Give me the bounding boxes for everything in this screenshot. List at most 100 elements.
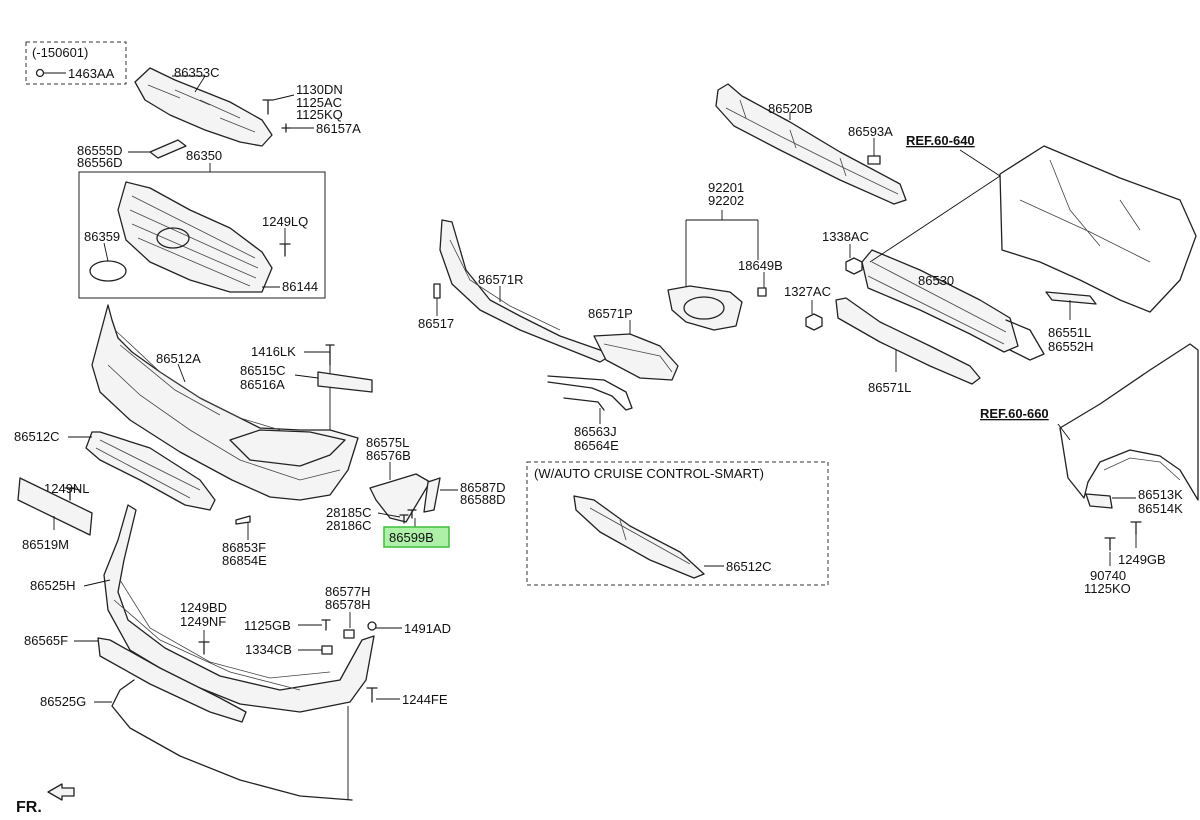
label-86519M[interactable]: 86519M (22, 537, 69, 552)
label-86552H[interactable]: 86552H (1048, 339, 1094, 354)
label-86578H[interactable]: 86578H (325, 597, 371, 612)
screw-1249LQ-icon (279, 243, 291, 257)
label-86513K[interactable]: 86513K (1138, 487, 1183, 502)
emblem-86359-icon (89, 260, 127, 282)
label-1463AA[interactable]: 1463AA (68, 66, 115, 81)
label-86359[interactable]: 86359 (84, 229, 120, 244)
part-86512A-bumper-cover: 86512A (91, 304, 359, 501)
label-86575L[interactable]: 86575L (366, 435, 409, 450)
label-1249GB[interactable]: 1249GB (1118, 552, 1166, 567)
label-86157A[interactable]: 86157A (316, 121, 361, 136)
part-86551L-bracket: 86551L 86552H (1045, 291, 1097, 354)
part-86525G-skid-strip: 86525G (40, 679, 353, 801)
label-86516A[interactable]: 86516A (240, 377, 285, 392)
label-1249NL[interactable]: 1249NL (44, 481, 90, 496)
part-86571P-bezel: 86571P (588, 306, 679, 381)
label-1249NF[interactable]: 1249NF (180, 614, 226, 629)
label-86563J[interactable]: 86563J (574, 424, 617, 439)
fog-lamp-lens-icon (683, 296, 725, 320)
part-86353C-upper-cover: 86353C (134, 65, 273, 147)
label-92201[interactable]: 92201 (708, 180, 744, 195)
cruise-control-box: (W/AUTO CRUISE CONTROL-SMART) 86512C (526, 461, 829, 586)
label-86144[interactable]: 86144 (282, 279, 318, 294)
nut-1338AC: 1338AC (822, 229, 869, 275)
part-28185C-screw: 28185C 28186C (326, 505, 417, 533)
label-86525G[interactable]: 86525G (40, 694, 86, 709)
label-86854E[interactable]: 86854E (222, 553, 267, 568)
label-28186C[interactable]: 28186C (326, 518, 372, 533)
screw-1249BD: 1249BD 1249NF (180, 600, 227, 655)
label-1130DN[interactable]: 1130DN (296, 82, 343, 97)
part-86571R-lip: 86571R (439, 219, 611, 363)
grille-emblem-icon (156, 227, 190, 249)
label-86525H[interactable]: 86525H (30, 578, 76, 593)
clip-1334CB: 1334CB (245, 642, 333, 657)
label-86565F[interactable]: 86565F (24, 633, 68, 648)
nut-1327AC-icon (805, 313, 823, 331)
part-86565F-garnish: 86565F (24, 633, 247, 723)
label-86520B[interactable]: 86520B (768, 101, 813, 116)
label-86517[interactable]: 86517 (418, 316, 454, 331)
label-86587D[interactable]: 86587D (460, 480, 506, 495)
part-86525H-lower-bumper: 86525H (30, 504, 375, 713)
label-1416LK[interactable]: 1416LK (251, 344, 296, 359)
label-86576B[interactable]: 86576B (366, 448, 411, 463)
label-1249LQ[interactable]: 1249LQ (262, 214, 308, 229)
label-1327AC[interactable]: 1327AC (784, 284, 831, 299)
label-86571L[interactable]: 86571L (868, 380, 911, 395)
label-86512C-left[interactable]: 86512C (14, 429, 60, 444)
part-86530-back-beam: 86530 (861, 249, 1045, 361)
label-86577H[interactable]: 86577H (325, 584, 371, 599)
label-86588D[interactable]: 86588D (460, 492, 506, 507)
nut-1327AC: 1327AC (784, 284, 831, 331)
label-fr: FR. (16, 799, 42, 816)
label-86571R[interactable]: 86571R (478, 272, 524, 287)
part-86563J-garnish: 86563J 86564E (547, 375, 633, 453)
label-1125KQ[interactable]: 1125KQ (296, 107, 343, 122)
label-ref-60-660[interactable]: REF.60-660 (980, 406, 1049, 421)
label-86556D[interactable]: 86556D (77, 155, 123, 170)
part-86519M-license-plate-bracket: 86519M (17, 477, 93, 552)
label-86530[interactable]: 86530 (918, 273, 954, 288)
grille-assembly-box: 86350 86359 1249LQ 86144 (78, 148, 326, 299)
fog-lamp-opening (229, 429, 346, 467)
screw-90740: 90740 1125KO (1084, 537, 1131, 596)
label-86512A[interactable]: 86512A (156, 351, 201, 366)
label-86515C[interactable]: 86515C (240, 363, 286, 378)
label-28185C[interactable]: 28185C (326, 505, 372, 520)
label-86350[interactable]: 86350 (186, 148, 222, 163)
label-1244FE[interactable]: 1244FE (402, 692, 448, 707)
label-86593A[interactable]: 86593A (848, 124, 893, 139)
label-1249BD[interactable]: 1249BD (180, 600, 227, 615)
part-86517-clip: 86517 (418, 283, 454, 331)
label-cruise-control-note: (W/AUTO CRUISE CONTROL-SMART) (534, 466, 764, 481)
label-1125KO[interactable]: 1125KO (1084, 581, 1131, 596)
label-ref-60-640[interactable]: REF.60-640 (906, 133, 975, 148)
label-86514K[interactable]: 86514K (1138, 501, 1183, 516)
part-86853F-clip: 86853F 86854E (222, 515, 267, 568)
label-86564E[interactable]: 86564E (574, 438, 619, 453)
label-1125AC[interactable]: 1125AC (296, 95, 342, 110)
note-box-150601: (-150601) 1463AA (25, 41, 127, 85)
fender-ref-60-660: REF.60-660 (980, 343, 1199, 501)
label-86353C[interactable]: 86353C (174, 65, 220, 80)
highlighted-part-86599B: 86599B (383, 518, 450, 548)
label-86512C-cruise[interactable]: 86512C (726, 559, 772, 574)
screw-1249GB: 1249GB (1118, 521, 1166, 567)
label-1334CB[interactable]: 1334CB (245, 642, 292, 657)
label-86555D[interactable]: 86555D (77, 143, 123, 158)
part-86520B-absorber: 86520B (715, 83, 907, 205)
label-92202[interactable]: 92202 (708, 193, 744, 208)
label-1491AD[interactable]: 1491AD (404, 621, 451, 636)
label-90740[interactable]: 90740 (1090, 568, 1126, 583)
label-86571P[interactable]: 86571P (588, 306, 633, 321)
label-86599B[interactable]: 86599B (389, 530, 434, 545)
bracket-86555D: 86555D 86556D (77, 139, 187, 170)
label-1338AC[interactable]: 1338AC (822, 229, 869, 244)
label-86853F[interactable]: 86853F (222, 540, 266, 555)
label-1125GB[interactable]: 1125GB (244, 618, 291, 633)
label-18649B[interactable]: 18649B (738, 258, 783, 273)
screw-1249NL: 1249NL (44, 481, 90, 501)
label-86551L[interactable]: 86551L (1048, 325, 1091, 340)
